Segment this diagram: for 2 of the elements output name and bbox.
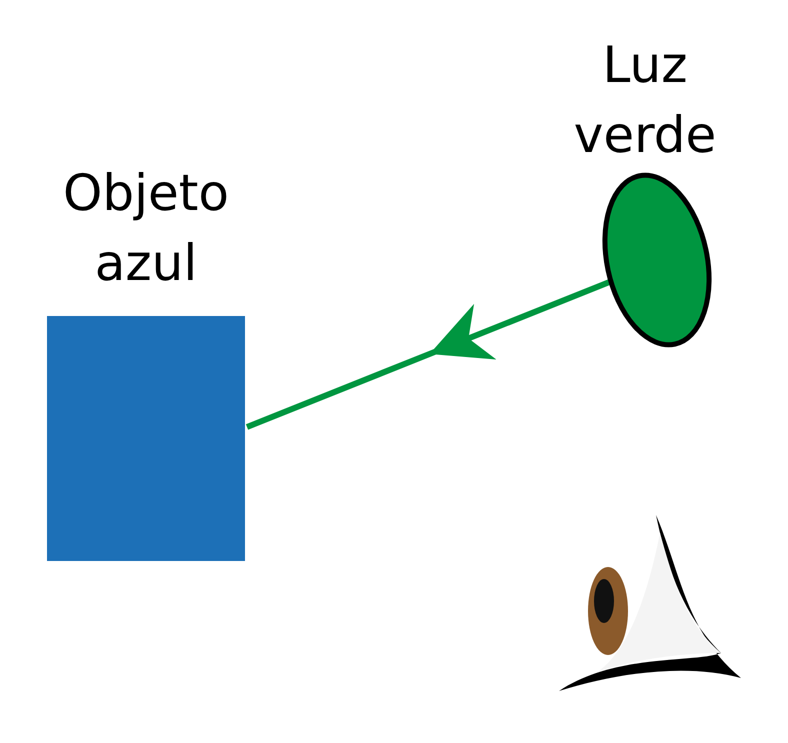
node-label: Luz verde: [572, 35, 718, 166]
node-label: Objeto azul: [62, 163, 230, 294]
